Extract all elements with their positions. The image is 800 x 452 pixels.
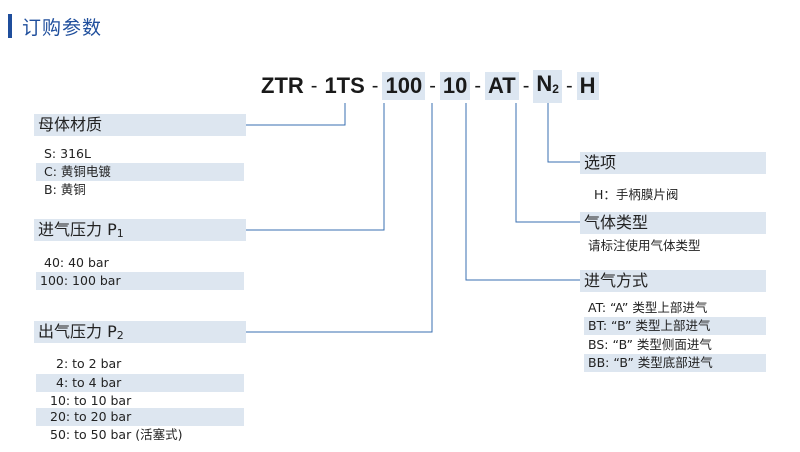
code-part-option: H [576,72,599,100]
code-part-inlet-pressure: 100 [382,72,426,100]
inlet-pressure-heading: 进气压力 P1 [34,219,246,241]
code-part-series: ZTR [261,73,304,98]
body-material-heading: 母体材质 [34,114,246,136]
inlet-method-item: AT: “A” 类型上部进气 [588,300,708,315]
connector-inlet-pressure [245,103,385,231]
connector-body-material [245,103,346,126]
options-heading: 选项 [580,152,766,174]
inlet-pressure-item: 100: 100 bar [36,272,244,290]
code-dash: - [522,74,530,97]
inlet-method-item: BS: “B” 类型侧面进气 [588,337,712,352]
inlet-method-item: BB: “B” 类型底部进气 [584,354,766,372]
gas-type-item: 请标注使用气体类型 [588,238,701,253]
code-dash: - [310,74,318,97]
title-accent-bar [8,14,12,38]
code-part-outlet-pressure: 10 [439,72,471,100]
body-material-item: B: 黄铜 [44,182,86,197]
order-code: ZTR - 1TS - 100 - 10 - AT - N2 - H [258,69,599,103]
body-material-item: S: 316L [44,146,91,161]
gas-type-heading: 气体类型 [580,212,766,234]
code-dash: - [371,74,379,97]
code-part-inlet-method: AT [485,72,519,100]
code-dash: - [565,74,573,97]
outlet-pressure-item: 20: to 20 bar [36,408,244,426]
outlet-pressure-subscript: 2 [116,329,124,342]
connector-options [547,103,580,163]
code-dash: - [429,74,436,97]
outlet-pressure-item: 2: to 2 bar [56,356,122,371]
connector-gas-type [515,103,580,223]
inlet-pressure-item: 40: 40 bar [44,255,109,270]
inlet-pressure-subscript: 1 [116,227,124,240]
connector-outlet-pressure [245,103,433,333]
connector-inlet-method [465,103,580,281]
code-dash: - [474,74,482,97]
options-item: H：手柄膜片阀 [594,187,679,202]
inlet-method-item: BT: “B” 类型上部进气 [584,317,766,335]
inlet-method-heading: 进气方式 [580,270,766,292]
code-part-model: 1TS [324,73,365,98]
body-material-item: C: 黄铜电镀 [36,163,244,181]
code-part-gas-type: N2 [533,69,562,103]
outlet-pressure-item: 50: to 50 bar (活塞式) [50,427,183,442]
outlet-pressure-heading: 出气压力 P2 [34,321,246,343]
outlet-pressure-item: 10: to 10 bar [50,393,132,408]
code-n-subscript: 2 [552,81,559,96]
page-title: 订购参数 [22,17,103,39]
outlet-pressure-item: 4: to 4 bar [36,374,244,392]
